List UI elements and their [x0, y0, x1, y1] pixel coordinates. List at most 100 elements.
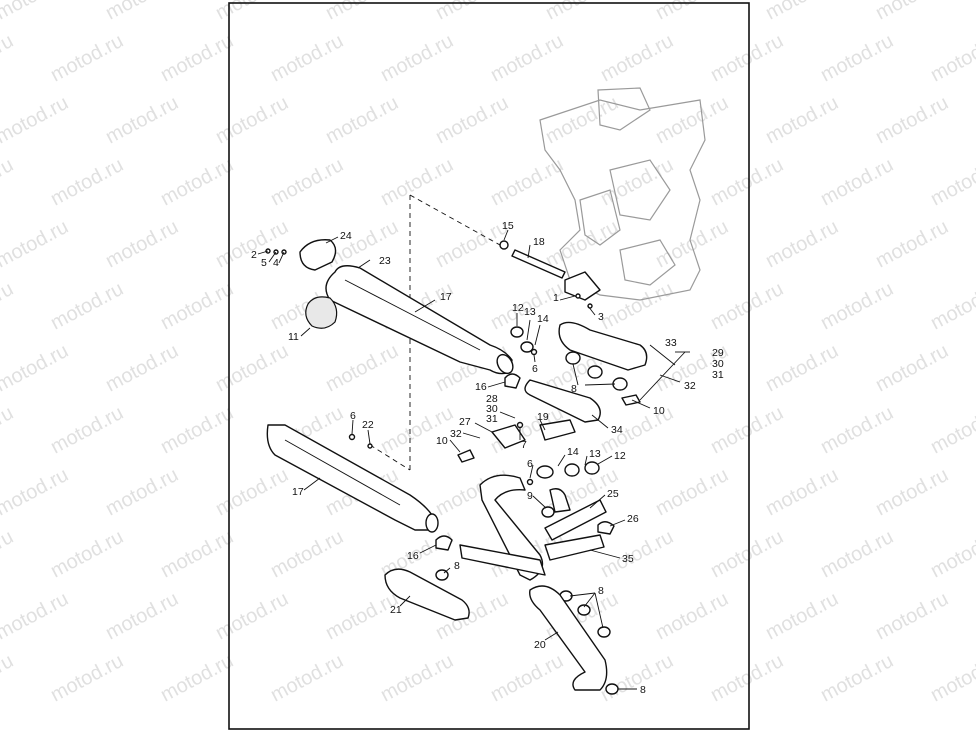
watermark-text: motod.ru [872, 464, 952, 520]
callout-5: 5 [261, 257, 267, 269]
leader-lines [257, 229, 690, 690]
watermark-text: motod.ru [817, 402, 897, 458]
callout-3: 3 [598, 311, 604, 323]
watermark-text: motod.ru [377, 402, 457, 458]
callout-17: 17 [292, 486, 304, 498]
watermark-text: motod.ru [212, 92, 292, 148]
watermark-text: motod.ru [927, 650, 976, 706]
callout-7: 7 [521, 439, 527, 451]
nut [499, 240, 509, 250]
watermark-text: motod.ru [487, 650, 567, 706]
watermark-text: motod.ru [47, 30, 127, 86]
callout-14: 14 [537, 313, 549, 325]
watermark-text: motod.ru [542, 92, 622, 148]
callout-30: 30 [486, 403, 498, 415]
callout-4: 4 [273, 257, 279, 269]
callout-1: 1 [553, 292, 559, 304]
callout-23: 23 [379, 255, 391, 267]
crossover-pipe [544, 499, 607, 541]
oxygen-sensor [457, 449, 475, 463]
oxygen-sensor [621, 394, 641, 406]
callout-10: 10 [653, 405, 665, 417]
watermark-text: motod.ru [102, 588, 182, 644]
watermark-text: motod.ru [0, 0, 72, 24]
watermark-text: motod.ru [597, 650, 677, 706]
watermark-text: motod.ru [707, 154, 787, 210]
watermark-text: motod.ru [0, 464, 72, 520]
callout-31: 31 [712, 369, 724, 381]
watermark-text: motod.ru [157, 278, 237, 334]
callout-8: 8 [640, 684, 646, 696]
watermark-text: motod.ru [157, 154, 237, 210]
callout-19: 19 [537, 411, 549, 423]
watermark-text: motod.ru [707, 402, 787, 458]
callout-29: 29 [712, 347, 724, 359]
watermark-text: motod.ru [0, 588, 72, 644]
callout-2: 2 [251, 249, 257, 261]
watermark-text: motod.ru [322, 92, 402, 148]
watermark-text: motod.ru [872, 216, 952, 272]
watermark-text: motod.ru [322, 340, 402, 396]
watermark-text: motod.ru [212, 588, 292, 644]
watermark-text: motod.ru [102, 340, 182, 396]
watermark-text: motod.ru [212, 216, 292, 272]
callout-21: 21 [390, 604, 402, 616]
watermark-text: motod.ru [872, 92, 952, 148]
callout-31: 31 [486, 413, 498, 425]
callout-34: 34 [611, 424, 623, 436]
watermark-text: motod.ru [0, 526, 17, 582]
callout-30: 30 [712, 358, 724, 370]
upper-muffler [325, 265, 514, 375]
bracket [491, 424, 526, 449]
callout-35: 35 [622, 553, 634, 565]
heat-shield-lower [384, 568, 470, 621]
watermark-text: motod.ru [0, 402, 17, 458]
watermark-text: motod.ru [707, 30, 787, 86]
watermark-text: motod.ru [762, 588, 842, 644]
callout-13: 13 [589, 448, 601, 460]
callout-8: 8 [454, 560, 460, 572]
callout-labels: 1 2 3 4 5 6 6 6 7 8 8 8 8 9 10 10 11 12 … [251, 220, 724, 696]
watermark-text: motod.ru [927, 278, 976, 334]
watermark-text: motod.ru [817, 526, 897, 582]
rear-header-pipe [524, 379, 601, 423]
muffler-end-cap [299, 239, 337, 271]
callout-6: 6 [527, 458, 533, 470]
callout-20: 20 [534, 639, 546, 651]
watermark-text: motod.ru [102, 464, 182, 520]
callout-13: 13 [524, 306, 536, 318]
watermark-text: motod.ru [0, 216, 72, 272]
watermark-text: motod.ru [157, 650, 237, 706]
watermark-text: motod.ru [652, 92, 732, 148]
watermark-text: motod.ru [817, 650, 897, 706]
callout-16: 16 [407, 550, 419, 562]
watermark-text: motod.ru [652, 464, 732, 520]
watermark-text: motod.ru [542, 216, 622, 272]
callout-14: 14 [567, 446, 579, 458]
watermark-text: motod.ru [0, 30, 17, 86]
watermark-text: motod.ru [157, 526, 237, 582]
callout-15: 15 [502, 220, 514, 232]
callout-32: 32 [450, 428, 462, 440]
watermark-text: motod.ru [707, 526, 787, 582]
callout-6: 6 [532, 363, 538, 375]
watermark-text: motod.ru [267, 650, 347, 706]
watermark-text: motod.ru [652, 216, 732, 272]
callout-11: 11 [288, 331, 299, 343]
muffler-bracket [305, 296, 338, 329]
motorcycle-frame-outline [539, 87, 706, 301]
watermark-text: motod.ru [432, 92, 512, 148]
callout-33: 33 [665, 337, 677, 349]
watermark-text: motod.ru [212, 340, 292, 396]
watermark-text: motod.ru [927, 402, 976, 458]
lower-muffler [266, 424, 439, 533]
watermark-text: motod.ru [102, 216, 182, 272]
watermark-text: motod.ru [762, 216, 842, 272]
callout-10: 10 [436, 435, 448, 447]
watermark-text: motod.ru [597, 30, 677, 86]
watermark-text: motod.ru [102, 92, 182, 148]
callout-18: 18 [533, 236, 545, 248]
watermark-text: motod.ru [927, 154, 976, 210]
callout-32: 32 [684, 380, 696, 392]
alignment-line [369, 444, 411, 471]
